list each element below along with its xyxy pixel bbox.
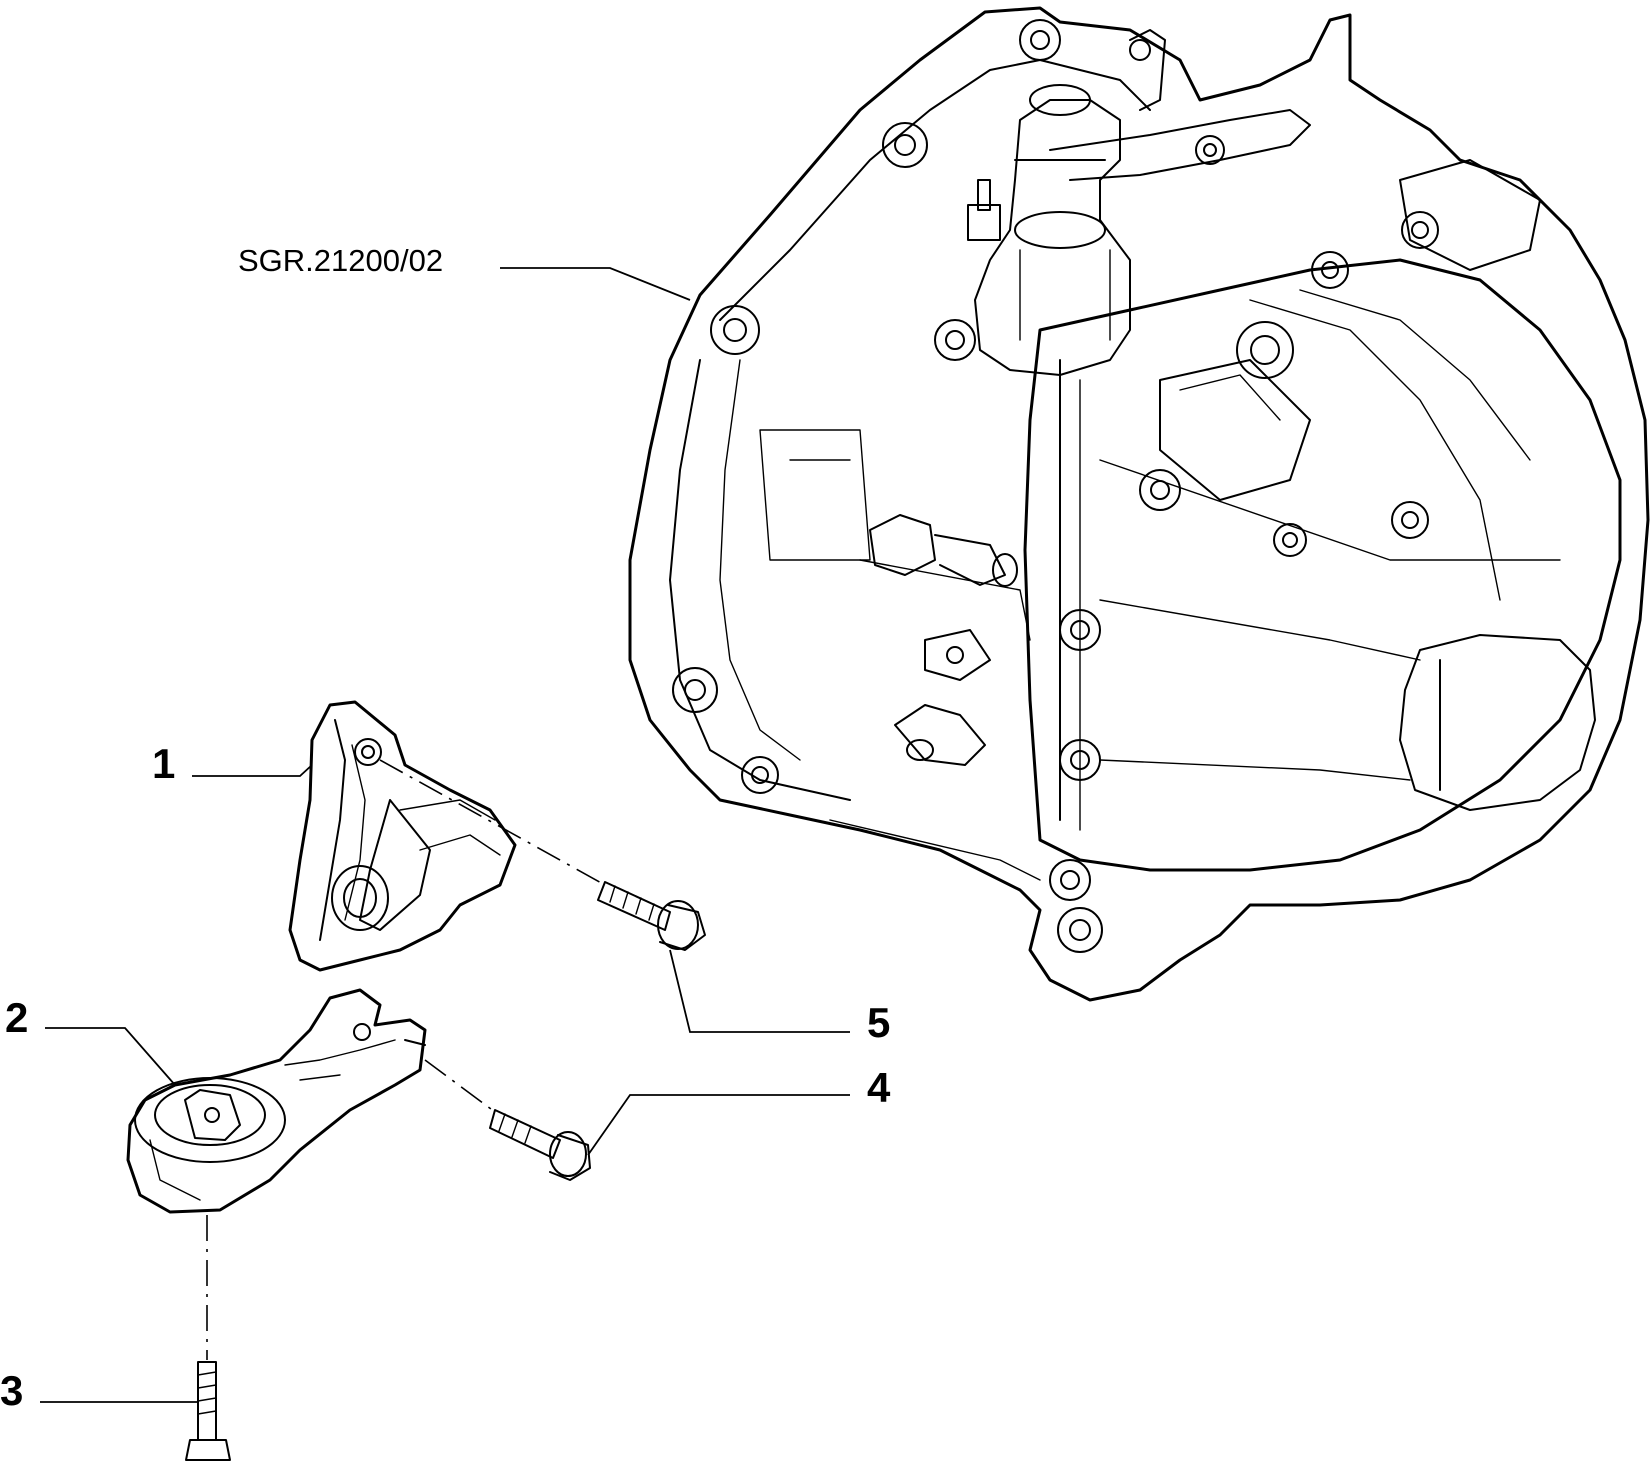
callout-5-label: 5 xyxy=(867,999,890,1046)
case-bolt-h xyxy=(1391,501,1429,539)
case-bolt-f xyxy=(1049,859,1091,901)
gearbox-housing xyxy=(628,6,1650,1002)
case-bolt-c xyxy=(1139,469,1181,511)
sensor-connector-lower xyxy=(894,704,986,766)
case-bolt-e xyxy=(1059,739,1101,781)
reference-code-label: SGR.21200/02 xyxy=(238,243,443,278)
callout-1-label: 1 xyxy=(152,740,175,787)
callout-3-label: 3 xyxy=(0,1367,23,1414)
part-5-flange-bolt xyxy=(597,881,706,951)
callout-4-label: 4 xyxy=(867,1064,891,1111)
part-3-bolt xyxy=(185,1361,231,1461)
case-bolt-a xyxy=(1401,211,1439,249)
part-1-mounting-bracket xyxy=(288,700,517,972)
callout-2-label: 2 xyxy=(5,994,28,1041)
part-4-bolt xyxy=(489,1109,591,1181)
leader-lines xyxy=(40,267,850,1403)
case-bolt-d xyxy=(1059,609,1101,651)
sensor-connector-upper xyxy=(869,514,1018,587)
case-bolt-g xyxy=(1273,523,1307,557)
alignment-lines xyxy=(206,759,606,1360)
part-2-torque-rod-mount xyxy=(126,988,427,1214)
case-bolt-b xyxy=(1311,251,1349,289)
